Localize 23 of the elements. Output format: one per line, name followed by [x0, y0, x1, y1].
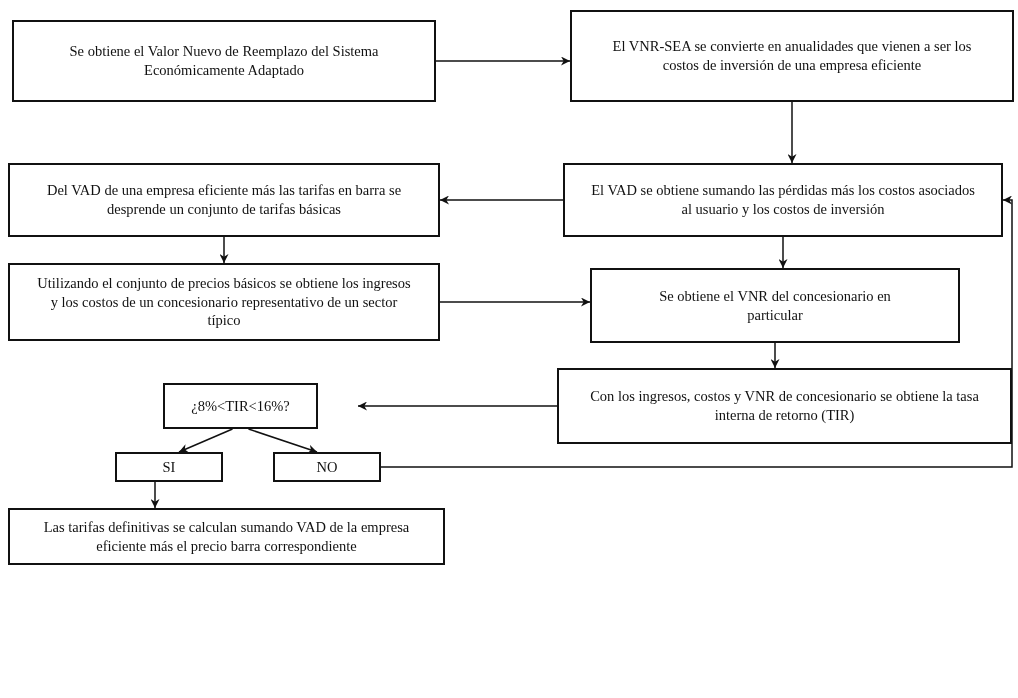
process-box: El VNR-SEA se convierte en anualidades que vienen a ser los costos de inversión de una empresa eficiente	[570, 10, 1014, 102]
arrow	[357, 401, 558, 411]
process-box: Utilizando el conjunto de precios básicos se obtiene los ingresos y los costos de un concesionario representativo de un sector típico	[8, 263, 440, 341]
process-box: NO	[273, 452, 381, 482]
arrow	[219, 236, 229, 264]
arrow	[178, 428, 234, 453]
process-box: Se obtiene el Valor Nuevo de Reemplazo del Sistema Económicamente Adaptado	[12, 20, 436, 102]
process-box: ¿8%<TIR<16%?	[163, 383, 318, 429]
arrow	[247, 428, 318, 454]
process-box: Con los ingresos, costos y VNR de concesionario se obtiene la tasa interna de retorno (TIR)	[557, 368, 1012, 444]
process-box: Del VAD de una empresa eficiente más las tarifas en barra se desprende un conjunto de tarifas básicas	[8, 163, 440, 237]
process-box: Las tarifas definitivas se calculan sumando VAD de la empresa eficiente más el precio barra correspondiente	[8, 508, 445, 565]
arrow	[770, 342, 780, 369]
arrow	[150, 481, 160, 509]
arrow	[439, 195, 564, 205]
arrow	[787, 101, 797, 164]
arrow	[435, 56, 571, 66]
arrow	[778, 236, 788, 269]
arrow	[380, 195, 1013, 468]
arrow	[439, 297, 591, 307]
process-box: Se obtiene el VNR del concesionario en particular	[590, 268, 960, 343]
process-box: SI	[115, 452, 223, 482]
process-box: El VAD se obtiene sumando las pérdidas más los costos asociados al usuario y los costos de inversión	[563, 163, 1003, 237]
